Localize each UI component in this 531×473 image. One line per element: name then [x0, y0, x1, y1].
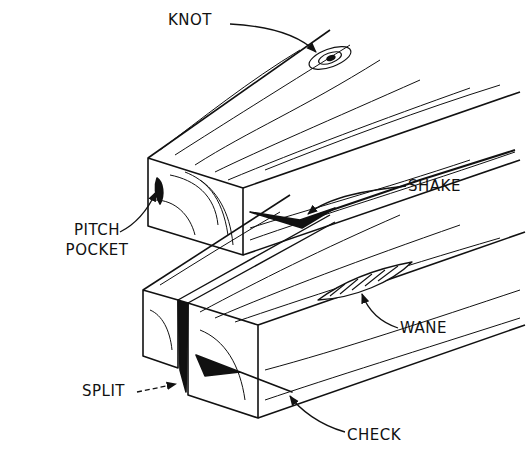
end-face: [143, 290, 178, 368]
shake-crack: [320, 150, 515, 214]
part-label: KNOT: [168, 10, 238, 30]
wood-grain: [265, 290, 520, 400]
end-face: [148, 158, 243, 255]
part-label: WANE: [400, 318, 480, 338]
wood-grain: [160, 212, 500, 322]
part-label: SHAKE: [408, 176, 488, 196]
leader-line: [120, 192, 156, 232]
knot: [317, 49, 343, 67]
knot-core: [327, 55, 336, 61]
board-edge: [143, 195, 290, 290]
check-crack: [196, 355, 292, 392]
board-edge: [258, 232, 525, 325]
wane-hatching: [330, 266, 398, 296]
part-label: SPLIT: [82, 381, 142, 401]
part-label: PITCH POCKET: [52, 220, 142, 260]
pitch-pocket: [155, 178, 163, 204]
shake-crack: [250, 208, 335, 228]
leader-line: [308, 186, 406, 214]
upper-board: [148, 30, 520, 255]
lower-board: [143, 195, 525, 418]
board-edge: [258, 325, 525, 418]
part-label: CHECK: [347, 425, 427, 445]
leader-lines: [120, 24, 406, 432]
leader-line: [290, 396, 345, 432]
leader-line: [230, 24, 316, 52]
wood-grain: [160, 45, 500, 180]
split-gap: [178, 300, 188, 392]
leader-line: [362, 294, 398, 328]
leader-line: [137, 384, 176, 392]
end-grain-rings: [155, 172, 233, 245]
wane: [318, 262, 412, 300]
knot: [306, 42, 354, 74]
